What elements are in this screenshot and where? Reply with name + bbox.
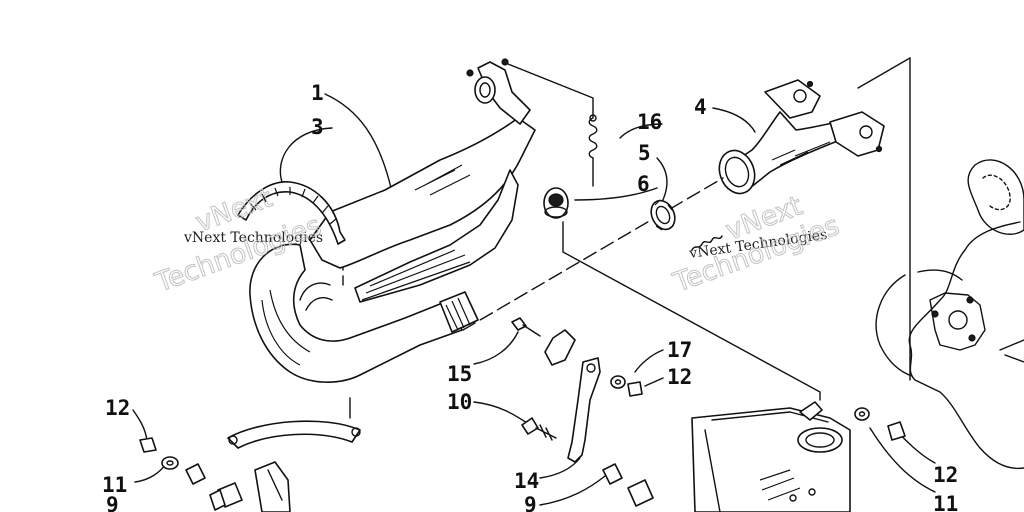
callout-14: 14	[514, 469, 539, 493]
callout-6: 6	[637, 172, 650, 196]
engine-outline	[857, 57, 1024, 470]
watermark-1: vNext Technologies vNext Technologies	[150, 182, 326, 299]
mount-hardware-left	[139, 437, 243, 511]
bracket-part-14	[544, 329, 601, 463]
silencer-tank	[691, 401, 851, 512]
nut-part-12-a	[627, 381, 643, 397]
washer-part-11-right	[854, 407, 870, 421]
lower-mount-bracket	[227, 420, 361, 512]
callout-16: 16	[637, 110, 662, 134]
callout-10: 10	[447, 390, 472, 414]
callout-5: 5	[638, 141, 651, 165]
bolt-part-15	[511, 317, 541, 337]
spring-strap-part-3	[237, 181, 346, 245]
head-pipe	[249, 243, 479, 383]
callout-labels: 1 3 4 5 6 16 17 12 12 12 15 10 14 9 9 11…	[102, 81, 958, 512]
callout-9-middle: 9	[524, 493, 537, 512]
callout-12-left: 12	[105, 396, 130, 420]
washer-part-17	[610, 375, 626, 389]
watermark-2: vNext Technologies vNext Technologies	[668, 190, 844, 299]
y-manifold-part-4	[718, 79, 885, 195]
spring-small	[691, 235, 723, 251]
spring-part-16	[588, 111, 598, 159]
watermark-1-line: vNext Technologies	[183, 230, 323, 246]
gasket-part-5	[650, 199, 676, 231]
callout-1: 1	[311, 81, 324, 105]
muffler-part-1	[309, 58, 536, 303]
callout-12-middle: 12	[667, 365, 692, 389]
nut-part-12-right	[887, 421, 906, 441]
bolt-part-10	[521, 417, 557, 441]
grommet-part-6	[543, 187, 569, 219]
callout-15: 15	[447, 362, 472, 386]
callout-3: 3	[311, 115, 324, 139]
callout-12-right: 12	[933, 463, 958, 487]
callout-4: 4	[694, 95, 707, 119]
callout-17: 17	[667, 338, 692, 362]
callout-9-left: 9	[106, 493, 119, 512]
grommets-part-9	[602, 463, 654, 507]
callout-11-left: 11	[102, 473, 127, 497]
callout-11-right: 11	[933, 492, 958, 512]
